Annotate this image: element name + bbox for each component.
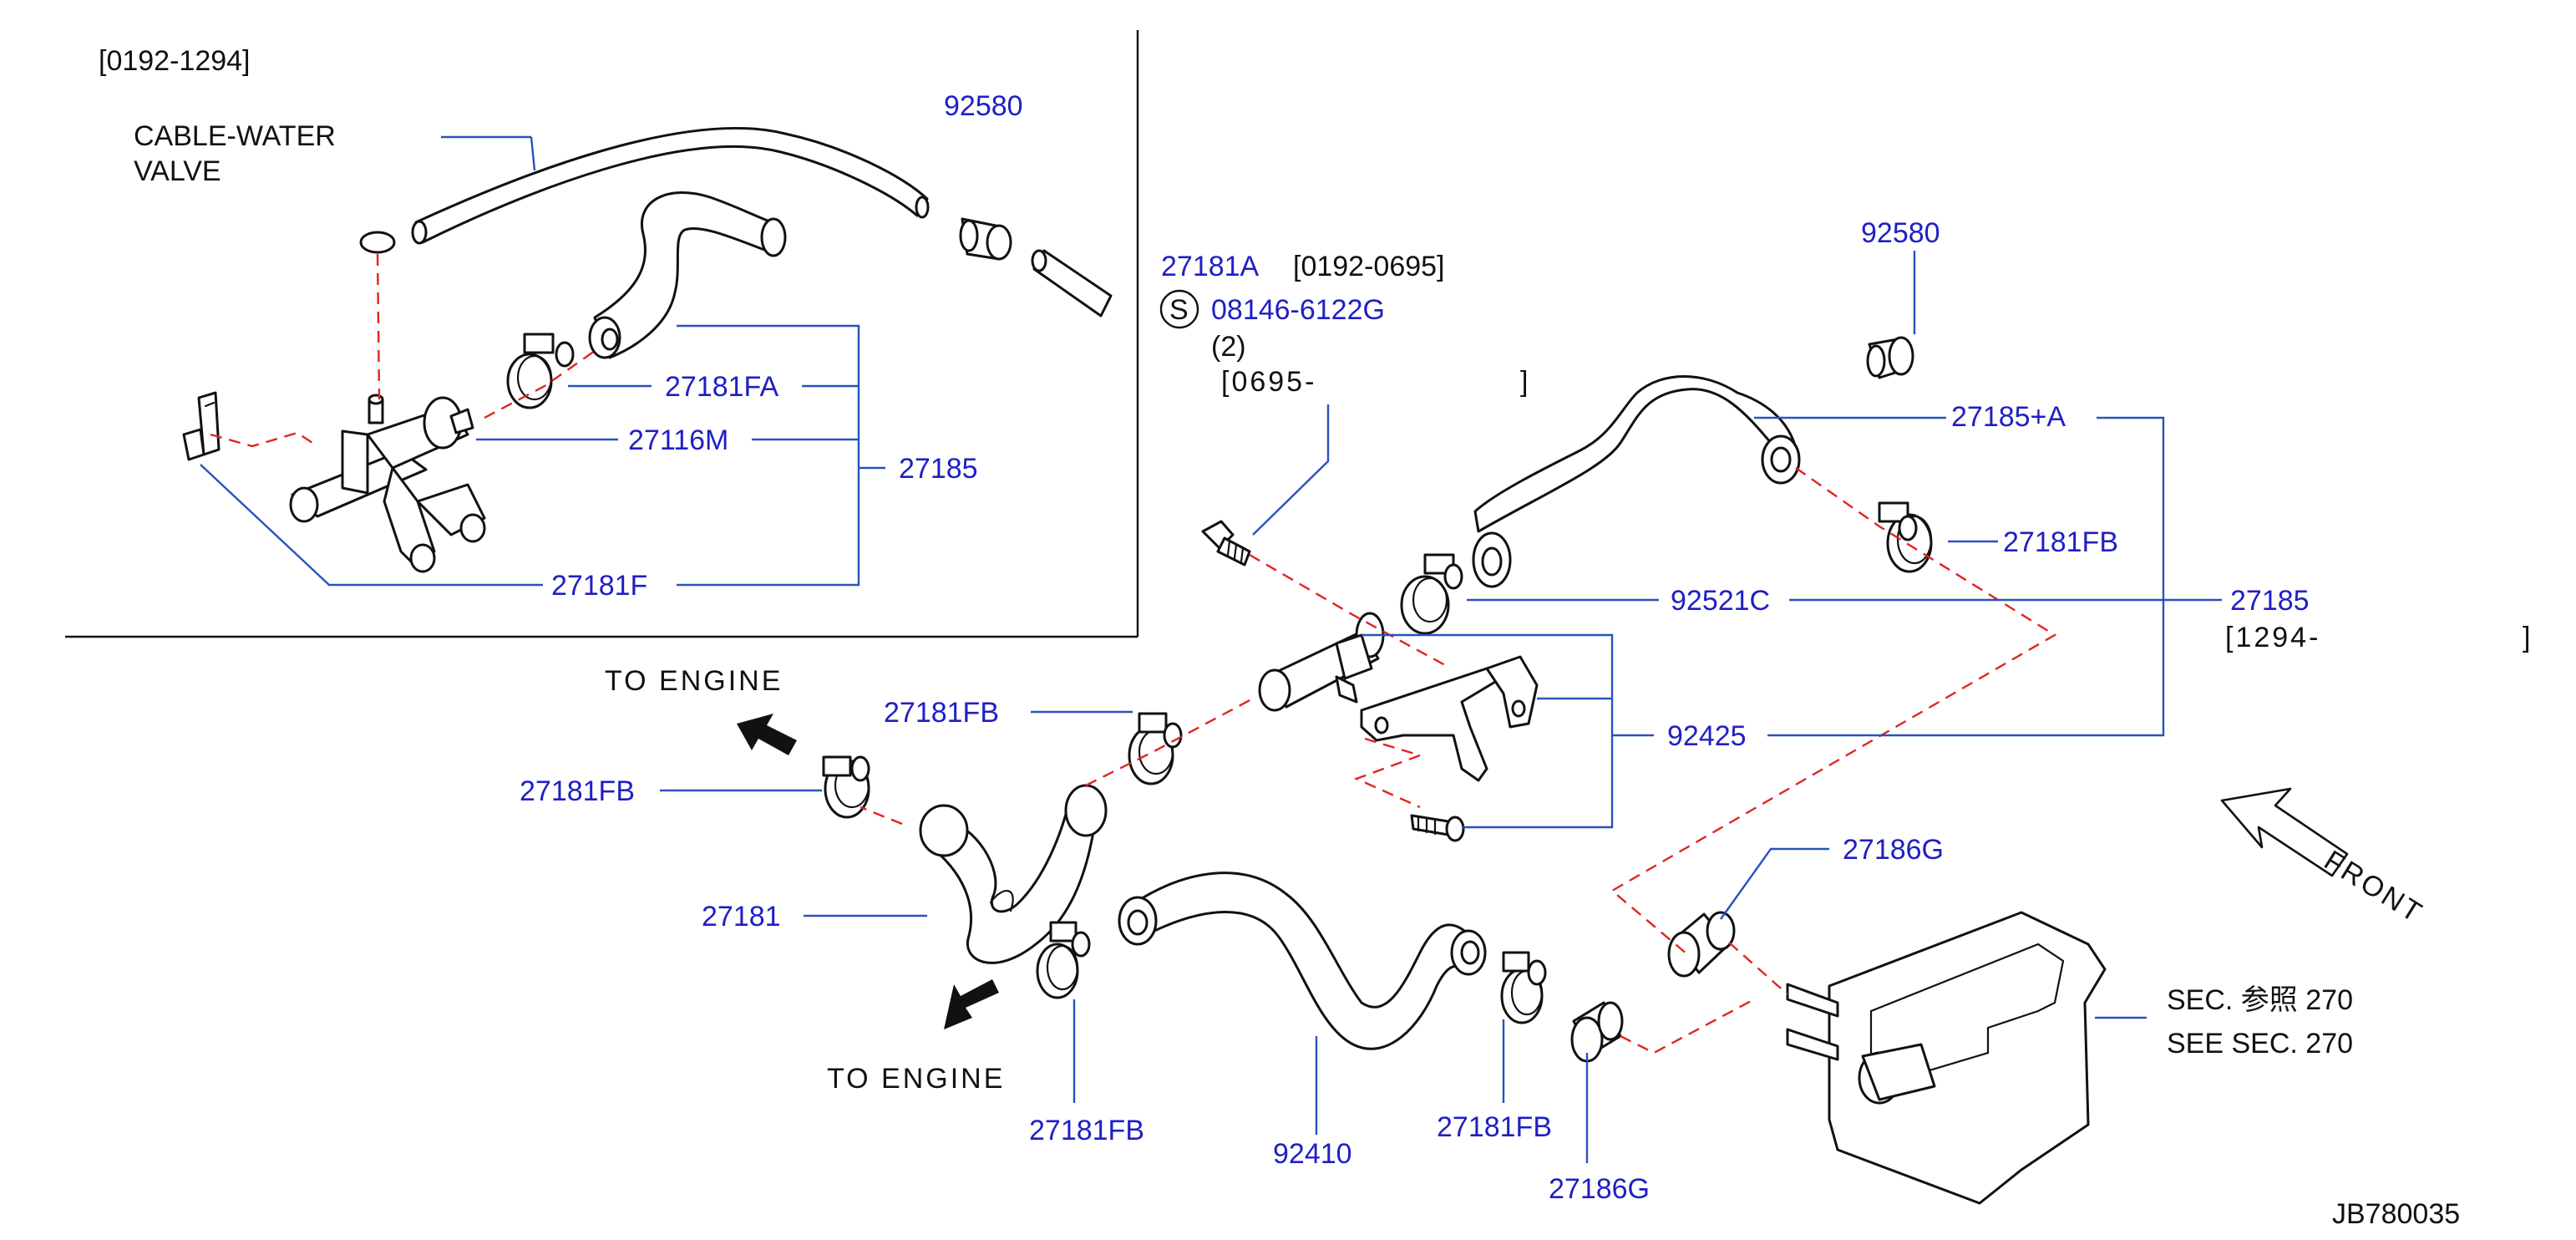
- part-number-27181F: 27181F: [551, 570, 647, 602]
- hose-92410: [1118, 872, 1487, 1050]
- clamp-27181FB-bottom-1: [1036, 921, 1091, 999]
- quantity-2: (2): [1211, 331, 1246, 363]
- part-number-27181FB-bottom-2: 27181FB: [1437, 1111, 1552, 1143]
- to-engine-label-1: TO ENGINE: [605, 665, 783, 697]
- date-range-0695-close: ]: [1520, 366, 1528, 398]
- grommet-27186G-bottom: [1570, 1001, 1624, 1063]
- part-number-92521C: 92521C: [1671, 585, 1770, 617]
- inset-grommet-92580: [959, 217, 1113, 318]
- part-number-92580: 92580: [1861, 217, 1940, 249]
- part-number-27181FB-bottom-1: 27181FB: [1029, 1115, 1144, 1146]
- clamp-27181FB-left: [822, 755, 870, 819]
- part-number-27186G-bottom: 27186G: [1549, 1173, 1650, 1205]
- heater-unit-sec270: [1786, 911, 2147, 1205]
- part-number-92410: 92410: [1273, 1138, 1352, 1170]
- bracket-92425: [1360, 655, 1539, 782]
- hose-27185A: [1472, 375, 1801, 588]
- inset-cable: [359, 127, 930, 254]
- part-number-27181FB-left: 27181FB: [520, 775, 635, 807]
- standard-part-circle: [1159, 289, 1199, 329]
- pipe-connector: [1258, 612, 1385, 712]
- part-number-27181: 27181: [702, 901, 781, 933]
- front-label: FRONT: [2319, 845, 2429, 930]
- inset-clamp-27181FA: [506, 333, 575, 409]
- to-engine-label-2: TO ENGINE: [827, 1063, 1005, 1095]
- inset-frame: [65, 30, 1139, 638]
- part-number-27185-inset: 27185: [899, 453, 978, 485]
- part-number-27185A: 27185+A: [1951, 401, 2066, 433]
- inset-leaders: [200, 324, 885, 587]
- figure-id: JB780035: [2332, 1198, 2460, 1230]
- engine-arrow-2: [944, 979, 999, 1029]
- part-number-08146-6122G: 08146-6122G: [1211, 294, 1385, 326]
- grommet-27186G-top: [1667, 911, 1736, 978]
- part-number-27186G-top: 27186G: [1843, 834, 1944, 866]
- part-number-92580-inset: 92580: [944, 90, 1023, 122]
- clamp-27181FB-bottom-2: [1500, 951, 1547, 1024]
- part-number-27181FB-top: 27181FB: [884, 697, 999, 729]
- part-number-27181FB-right: 27181FB: [2003, 526, 2118, 558]
- date-range-1294-close: ]: [2523, 622, 2530, 653]
- cable-water-valve-label-2: VALVE: [134, 155, 221, 187]
- bolt-92425: [1410, 814, 1465, 842]
- section-reference-2: SEE SEC. 270: [2167, 1028, 2353, 1060]
- part-number-27116M: 27116M: [628, 424, 728, 456]
- clamp-92521C: [1400, 553, 1463, 635]
- inset-valve-27116M: [289, 394, 486, 573]
- clamp-27181FB-top: [1128, 712, 1183, 785]
- bolt-08146: [1201, 404, 1330, 567]
- part-number-92425: 92425: [1667, 720, 1747, 752]
- clamp-27181FB-right: [1878, 501, 1933, 573]
- engine-arrow-1: [737, 714, 797, 755]
- date-range-0695: [0695-: [1221, 366, 1316, 398]
- front-arrow-icon: [2220, 787, 2349, 877]
- cable-water-valve-label-1: CABLE-WATER: [134, 120, 336, 152]
- inset-hose: [588, 191, 787, 359]
- main-hidden-lines: [860, 467, 2057, 1055]
- grommet-92580: [1866, 251, 1916, 379]
- standard-part-symbol: S: [1169, 294, 1189, 326]
- inset-bracket-27181F: [182, 391, 221, 461]
- date-range-1294: [1294-: [2225, 622, 2320, 653]
- section-reference-1: SEC. 参照 270: [2167, 984, 2353, 1016]
- inset-date-range: [0192-1294]: [99, 45, 251, 77]
- part-number-27181A: 27181A: [1161, 251, 1260, 282]
- main-leaders: [660, 416, 2222, 1163]
- part-number-27181FA: 27181FA: [665, 371, 778, 403]
- date-range-0192-0695: [0192-0695]: [1293, 251, 1445, 282]
- inset-hidden-lines: [210, 253, 596, 448]
- part-number-27185: 27185: [2230, 585, 2310, 617]
